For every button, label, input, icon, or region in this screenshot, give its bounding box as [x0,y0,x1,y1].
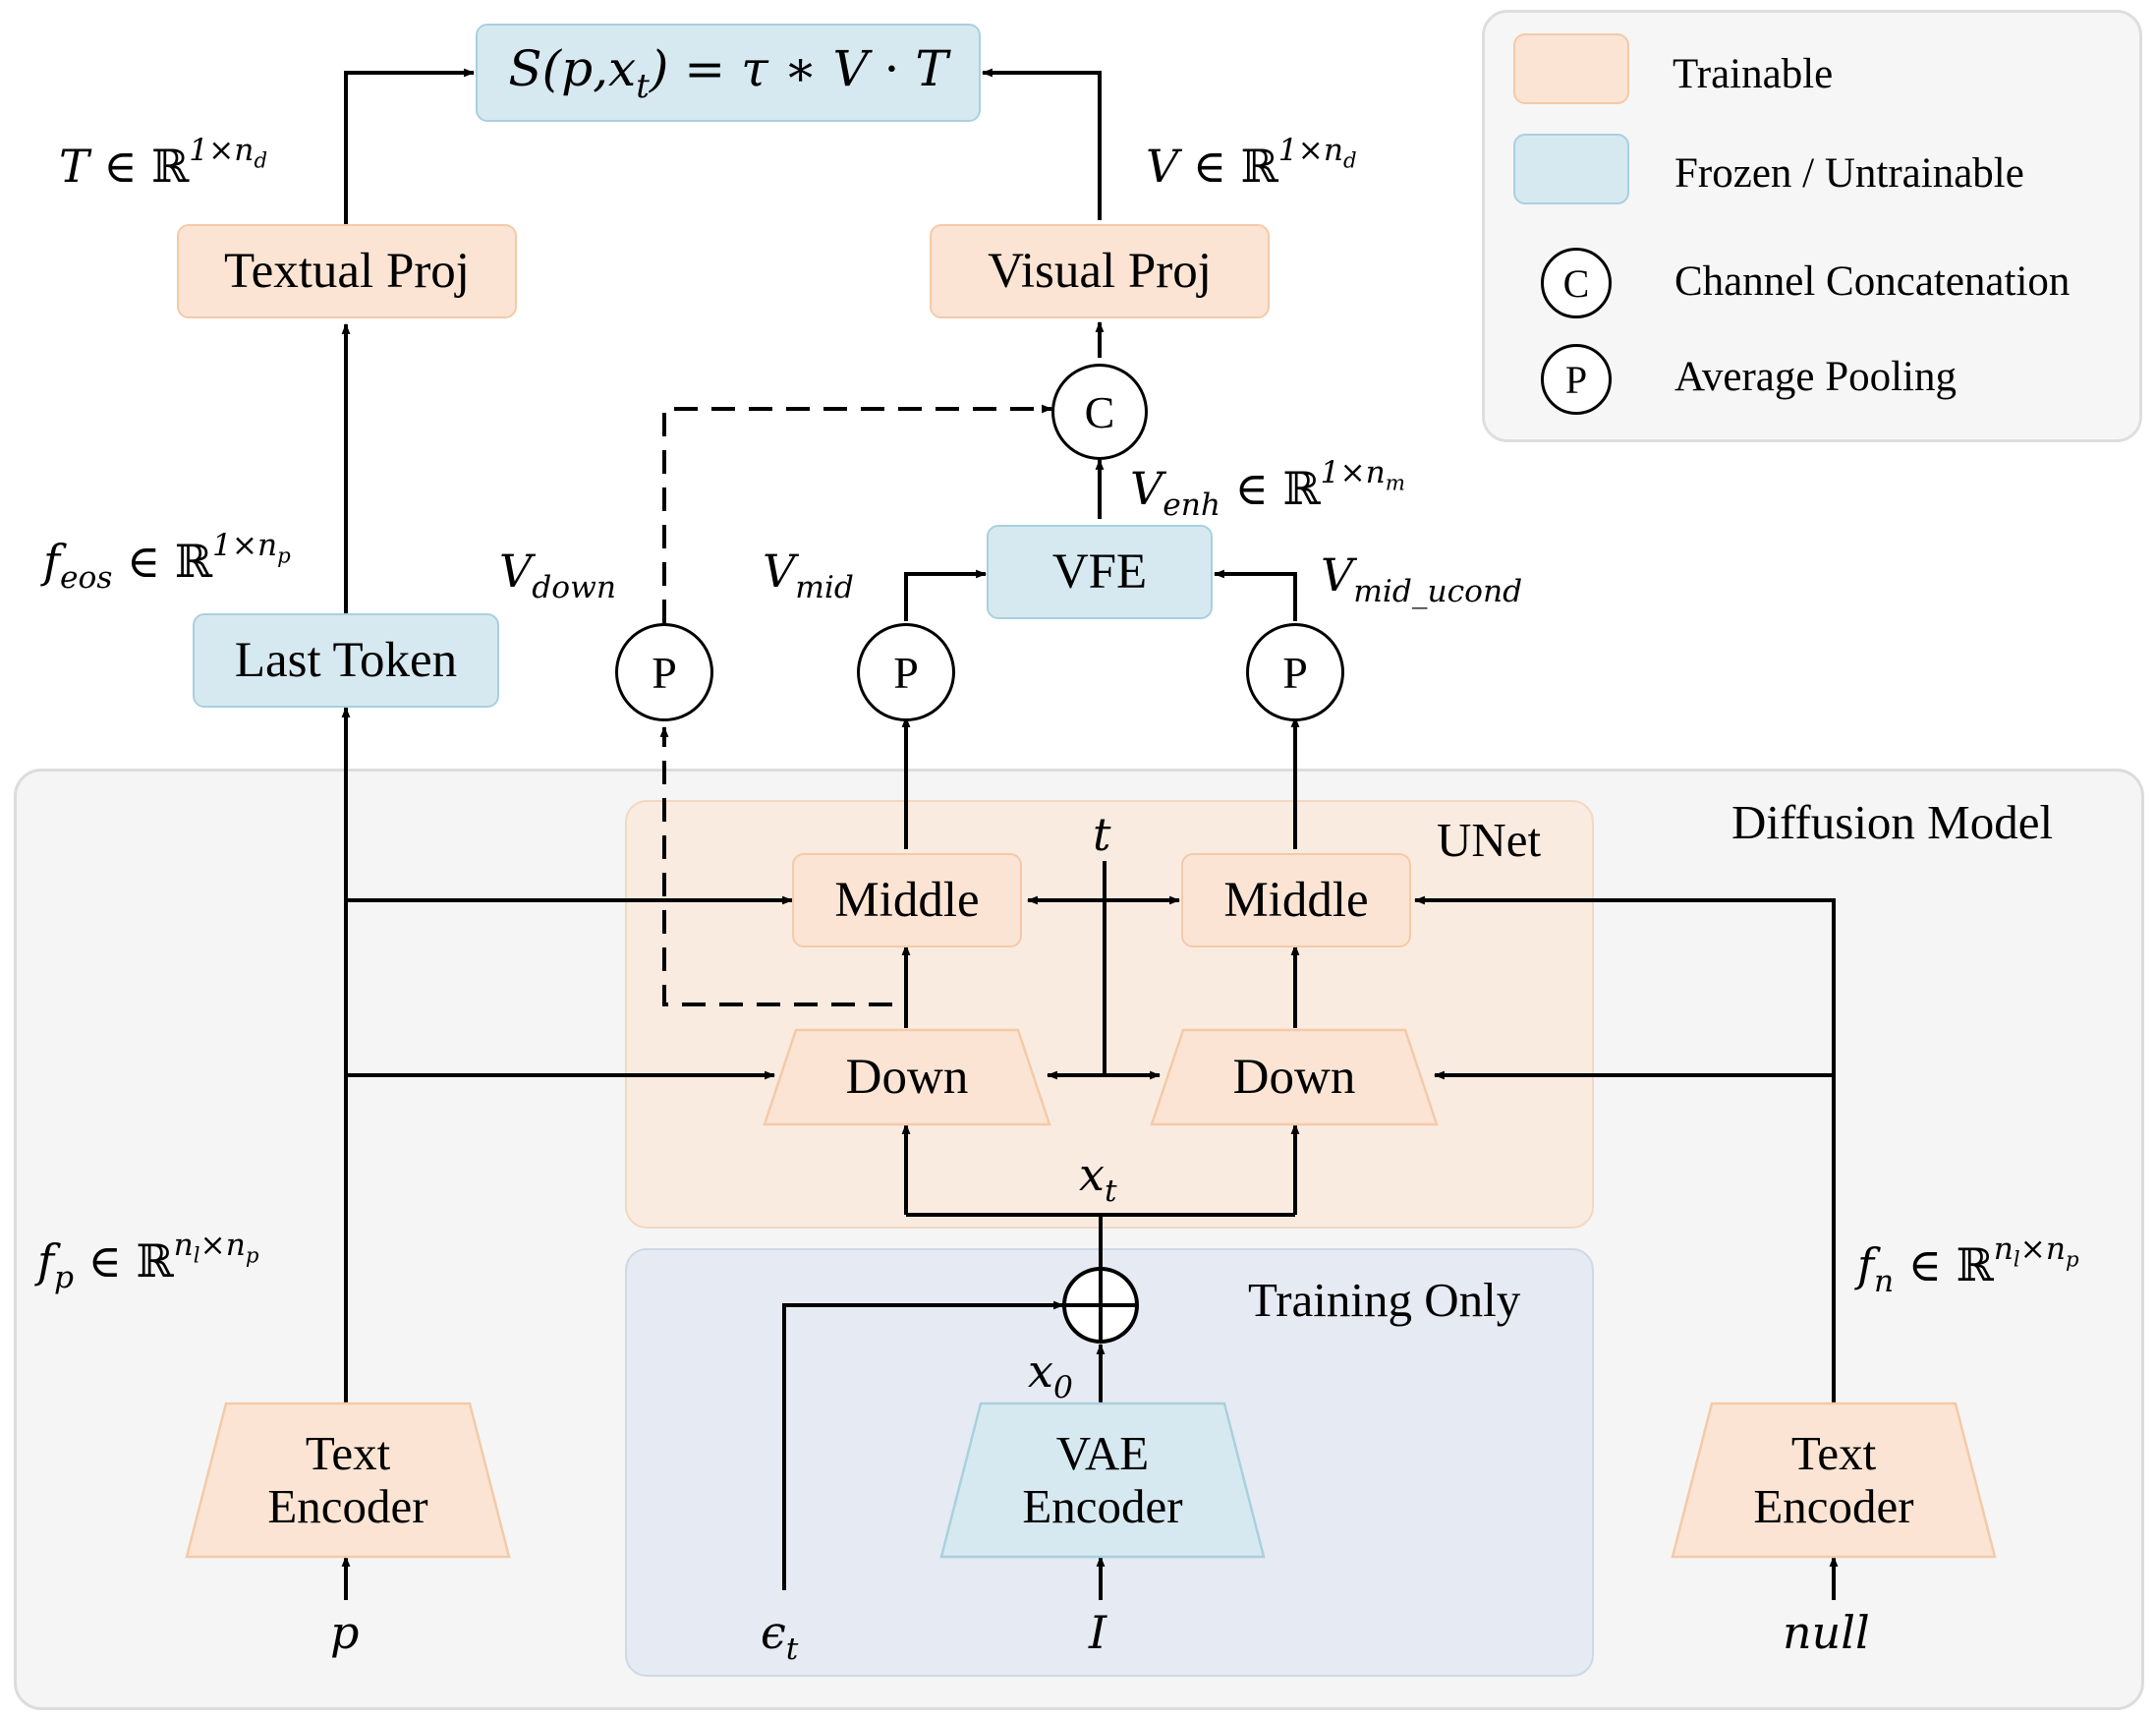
unet-region [625,800,1594,1229]
label-V-mid: Vmid [763,544,854,605]
label-V: V ∈ ℝ1×nd [1146,133,1357,193]
legend-frozen-label: Frozen / Untrainable [1674,150,2024,197]
legend-frozen-swatch [1513,134,1629,204]
textual-proj-block: Textual Proj [177,224,517,318]
last-token-block: Last Token [193,613,499,708]
middle-right-block: Middle [1181,853,1411,947]
text-encoder-right-block: Text Encoder [1671,1402,1997,1559]
legend-pool-symbol: P [1541,344,1612,415]
label-f-eos: feos ∈ ℝ1×np [43,528,291,596]
label-f-p: fp ∈ ℝnl×np [37,1228,259,1295]
label-V-enh: Venh ∈ ℝ1×nm [1130,455,1405,523]
text-encoder-left-line2: Encoder [267,1479,428,1533]
text-encoder-left-block: Text Encoder [185,1402,511,1559]
legend-trainable-label: Trainable [1673,51,1834,97]
label-p: p [330,1606,360,1659]
label-null: null [1783,1606,1870,1659]
unet-title: UNet [1437,813,1542,867]
concat-node: C [1051,364,1148,460]
label-I: I [1089,1606,1107,1659]
label-V-down: Vdown [499,544,616,605]
down-right-block: Down [1150,1028,1439,1126]
down-right-label: Down [1232,1049,1356,1105]
legend-pool-label: Average Pooling [1674,354,1957,400]
pool-mid-node: P [857,623,955,721]
legend-concat-symbol: C [1541,248,1612,318]
vae-encoder-line1: VAE [1055,1426,1150,1481]
training-only-title: Training Only [1248,1273,1521,1327]
legend-trainable-swatch [1513,33,1629,104]
text-encoder-right-line1: Text [1790,1426,1877,1481]
middle-left-block: Middle [792,853,1022,947]
label-x-t: xt [1079,1148,1117,1209]
vfe-block: VFE [987,525,1213,619]
label-t: t [1093,808,1111,861]
down-left-label: Down [845,1049,969,1105]
label-x-0: x0 [1028,1345,1073,1405]
label-V-mid-ucond: Vmid_ucond [1321,548,1523,609]
label-T: T ∈ ℝ1×nd [59,133,268,193]
visual-proj-block: Visual Proj [930,224,1270,318]
label-epsilon: ϵt [761,1606,799,1667]
pool-mid-ucond-node: P [1246,623,1344,721]
text-encoder-left-line1: Text [305,1426,391,1481]
text-encoder-right-line2: Encoder [1753,1479,1914,1533]
vae-encoder-line2: Encoder [1022,1479,1183,1533]
label-f-n: fn ∈ ℝnl×np [1857,1231,2079,1299]
vae-encoder-block: VAE Encoder [939,1402,1266,1559]
score-function-block: S(p,xt) = τ ∗ V · T [476,24,981,122]
pool-down-node: P [615,623,713,721]
legend-concat-label: Channel Concatenation [1674,258,2071,305]
diffusion-model-title: Diffusion Model [1731,795,2054,849]
down-left-block: Down [763,1028,1051,1126]
add-node [1062,1267,1139,1344]
